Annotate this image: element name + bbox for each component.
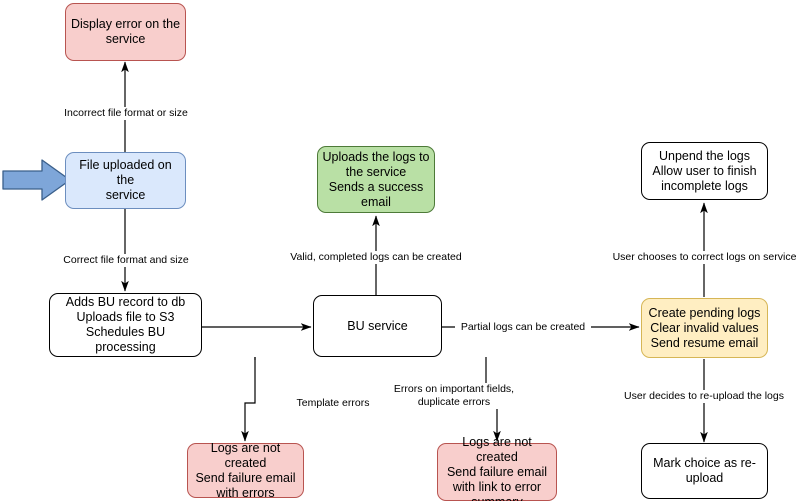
node-bu-service[interactable]: BU service — [313, 295, 442, 357]
node-mark-choice[interactable]: Mark choice as re- upload — [641, 443, 768, 499]
node-uploads-logs[interactable]: Uploads the logs to the service Sends a … — [317, 146, 435, 213]
edge-label-important-field-errors: Errors on important fields, duplicate er… — [389, 383, 519, 409]
edge-label-valid-logs: Valid, completed logs can be created — [285, 251, 467, 264]
node-unpend-logs[interactable]: Unpend the logs Allow user to finish inc… — [641, 142, 768, 200]
node-logs-not-created-errors[interactable]: Logs are not created Send failure email … — [187, 441, 304, 500]
node-logs-not-created-summary[interactable]: Logs are not created Send failure email … — [437, 435, 557, 501]
edge-label-partial-logs: Partial logs can be created — [455, 321, 591, 334]
edge-label-user-reupload: User decides to re-upload the logs — [614, 390, 794, 403]
edge-label-correct-format: Correct file format and size — [55, 254, 197, 267]
node-display-error[interactable]: Display error on the service — [65, 3, 186, 61]
node-adds-bu-record[interactable]: Adds BU record to db Uploads file to S3 … — [49, 293, 202, 357]
incoming-flow-arrow — [2, 159, 71, 201]
edge-label-user-corrects: User chooses to correct logs on service — [608, 251, 801, 264]
edge-label-template-errors: Template errors — [288, 397, 378, 410]
edge-bu-service-to-logs-not-created-errors — [241, 357, 256, 442]
node-file-uploaded[interactable]: File uploaded on the service — [65, 152, 186, 209]
edge-label-incorrect-format: Incorrect file format or size — [55, 107, 197, 120]
node-create-pending-logs[interactable]: Create pending logs Clear invalid values… — [641, 298, 768, 358]
